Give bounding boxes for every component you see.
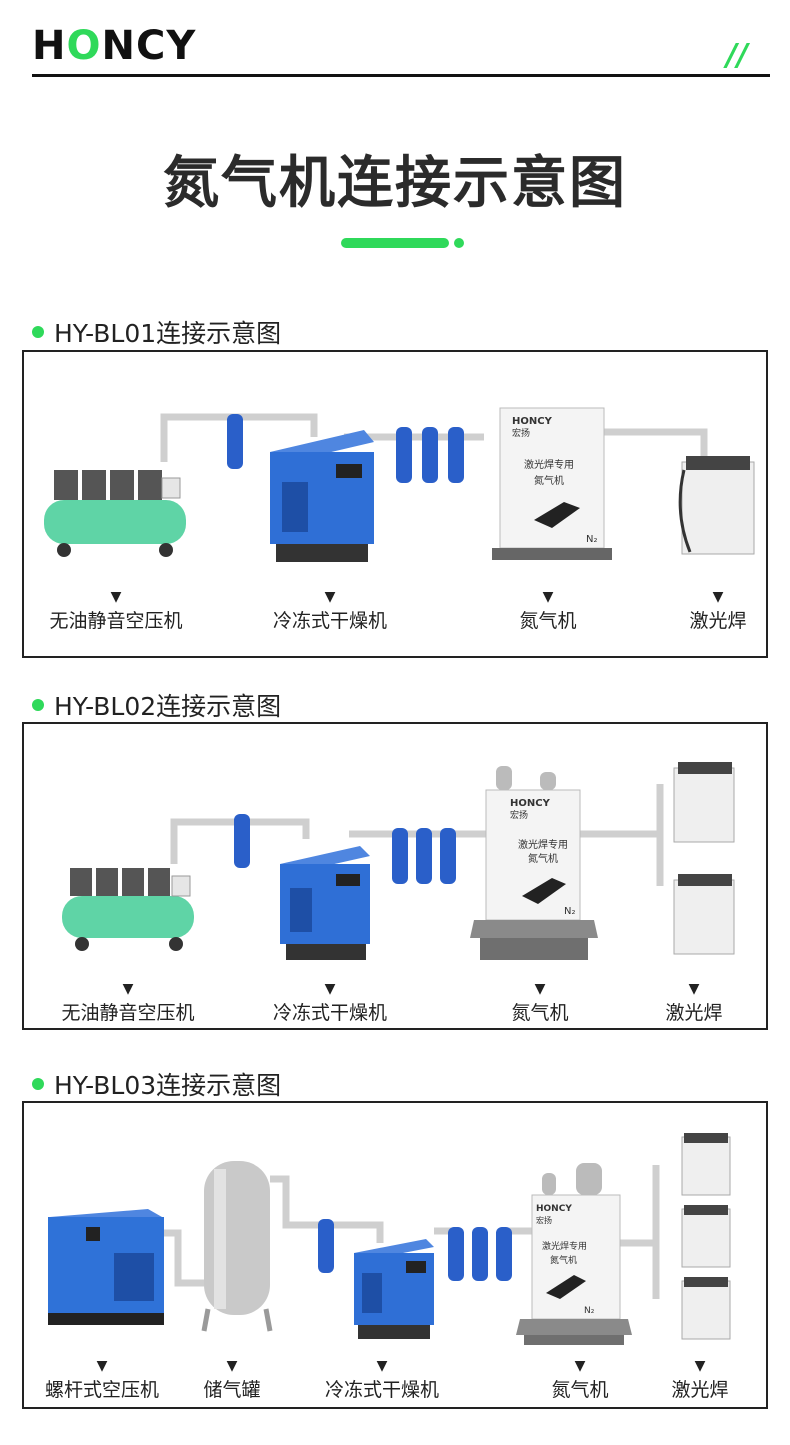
svg-text:N₂: N₂	[586, 534, 598, 545]
label-dryer: ▼冷冻式干燥机	[272, 589, 388, 632]
svg-text:激光焊专用: 激光焊专用	[518, 838, 568, 851]
down-arrow-icon: ▼	[96, 1358, 108, 1374]
diagram-bl01-graphic: HONCY 宏扬 激光焊专用 氮气机 N₂	[44, 407, 755, 562]
down-arrow-icon: ▼	[694, 1358, 706, 1374]
down-arrow-icon: ▼	[534, 981, 546, 997]
label-nitrogen: ▼氮气机	[551, 1358, 609, 1401]
svg-text:激光焊专用: 激光焊专用	[524, 458, 574, 471]
refrigerated-dryer-icon	[280, 846, 370, 960]
filter-icon	[227, 414, 243, 469]
header-divider	[32, 74, 770, 77]
section-title-text: HY-BL02连接示意图	[54, 692, 282, 721]
filter-group-icon	[448, 1227, 512, 1281]
down-arrow-icon: ▼	[324, 981, 336, 997]
down-arrow-icon: ▼	[574, 1358, 586, 1374]
svg-text:宏扬: 宏扬	[512, 427, 530, 439]
label-compressor: ▼无油静音空压机	[49, 589, 183, 632]
bullet-dot-icon	[32, 326, 44, 338]
svg-text:氮气机: 氮气机	[550, 1254, 577, 1266]
diagram-bl02-graphic: HONCY 宏扬 激光焊专用 氮气机 N₂	[62, 762, 735, 960]
svg-text:N₂: N₂	[564, 906, 576, 917]
diagram-panel-bl03: HONCY 宏扬 激光焊专用 氮气机 N₂ ▼螺杆式空压机 ▼储气罐 ▼冷冻式干…	[22, 1101, 768, 1409]
filter-group-icon	[396, 427, 464, 483]
filter-icon	[318, 1219, 334, 1273]
diagram-bl03-graphic: HONCY 宏扬 激光焊专用 氮气机 N₂	[48, 1133, 731, 1345]
section-title-bl02: HY-BL02连接示意图	[32, 687, 281, 723]
svg-text:HONCY: HONCY	[512, 416, 553, 427]
laser-welder-icon	[681, 1205, 731, 1268]
air-receiver-tank-icon	[201, 1161, 273, 1332]
label-compressor: ▼无油静音空压机	[61, 981, 195, 1024]
svg-text:宏扬: 宏扬	[510, 809, 528, 821]
down-arrow-icon: ▼	[542, 589, 554, 605]
section-title-bl01: HY-BL01连接示意图	[32, 314, 281, 350]
diagram-panel-bl02: HONCY 宏扬 激光焊专用 氮气机 N₂ ▼无油静音空压机 ▼冷冻式干燥机 ▼…	[22, 722, 768, 1030]
laser-welder-icon	[681, 1277, 731, 1340]
down-arrow-icon: ▼	[376, 1358, 388, 1374]
oilfree-compressor-icon	[44, 470, 186, 557]
filter-group-icon	[392, 828, 456, 884]
diagram-panel-bl01: HONCY 宏扬 激光焊专用 氮气机 N₂ ▼无油静音空压机 ▼冷冻式干燥机 ▼…	[22, 350, 768, 658]
svg-text:N₂: N₂	[584, 1306, 595, 1316]
label-dryer: ▼冷冻式干燥机	[272, 981, 388, 1024]
screw-compressor-icon	[48, 1209, 164, 1325]
page-title: 氮气机连接示意图	[163, 151, 627, 216]
refrigerated-dryer-icon	[270, 430, 374, 562]
label-nitrogen: ▼氮气机	[511, 981, 569, 1024]
refrigerated-dryer-icon	[354, 1239, 434, 1339]
svg-text:HONCY: HONCY	[536, 1204, 572, 1214]
nitrogen-machine-icon: HONCY 宏扬 激光焊专用 氮气机 N₂	[470, 766, 598, 960]
section-title-bl03: HY-BL03连接示意图	[32, 1066, 281, 1102]
label-dryer: ▼冷冻式干燥机	[324, 1358, 440, 1401]
slash-decoration: //	[726, 38, 748, 73]
header: HONCY //	[0, 0, 790, 90]
down-arrow-icon: ▼	[688, 981, 700, 997]
down-arrow-icon: ▼	[324, 589, 336, 605]
svg-text:氮气机: 氮气机	[528, 852, 558, 865]
svg-text:HONCY: HONCY	[510, 798, 551, 809]
laser-welder-icon	[678, 456, 755, 555]
brand-logo: HONCY	[32, 23, 197, 69]
section-title-text: HY-BL01连接示意图	[54, 319, 282, 348]
label-tank: ▼储气罐	[203, 1358, 261, 1401]
label-welder: ▼激光焊	[671, 1358, 729, 1401]
title-accent-dot	[454, 238, 464, 248]
down-arrow-icon: ▼	[110, 589, 122, 605]
filter-icon	[234, 814, 250, 868]
laser-welder-icon	[673, 762, 735, 843]
oilfree-compressor-icon	[62, 868, 194, 951]
down-arrow-icon: ▼	[226, 1358, 238, 1374]
label-nitrogen: ▼氮气机	[519, 589, 577, 632]
laser-welder-icon	[681, 1133, 731, 1196]
down-arrow-icon: ▼	[712, 589, 724, 605]
label-welder: ▼激光焊	[665, 981, 723, 1024]
section-title-text: HY-BL03连接示意图	[54, 1071, 282, 1100]
svg-text:宏扬: 宏扬	[536, 1215, 552, 1225]
label-welder: ▼激光焊	[689, 589, 747, 632]
bullet-dot-icon	[32, 1078, 44, 1090]
svg-text:氮气机: 氮气机	[534, 474, 564, 487]
svg-text:激光焊专用: 激光焊专用	[542, 1240, 587, 1252]
nitrogen-machine-icon: HONCY 宏扬 激光焊专用 氮气机 N₂	[492, 407, 612, 560]
label-screw-compressor: ▼螺杆式空压机	[44, 1358, 160, 1401]
laser-welder-icon	[673, 874, 735, 955]
bullet-dot-icon	[32, 699, 44, 711]
nitrogen-machine-icon: HONCY 宏扬 激光焊专用 氮气机 N₂	[516, 1163, 632, 1345]
down-arrow-icon: ▼	[122, 981, 134, 997]
title-accent-bar	[341, 238, 449, 248]
